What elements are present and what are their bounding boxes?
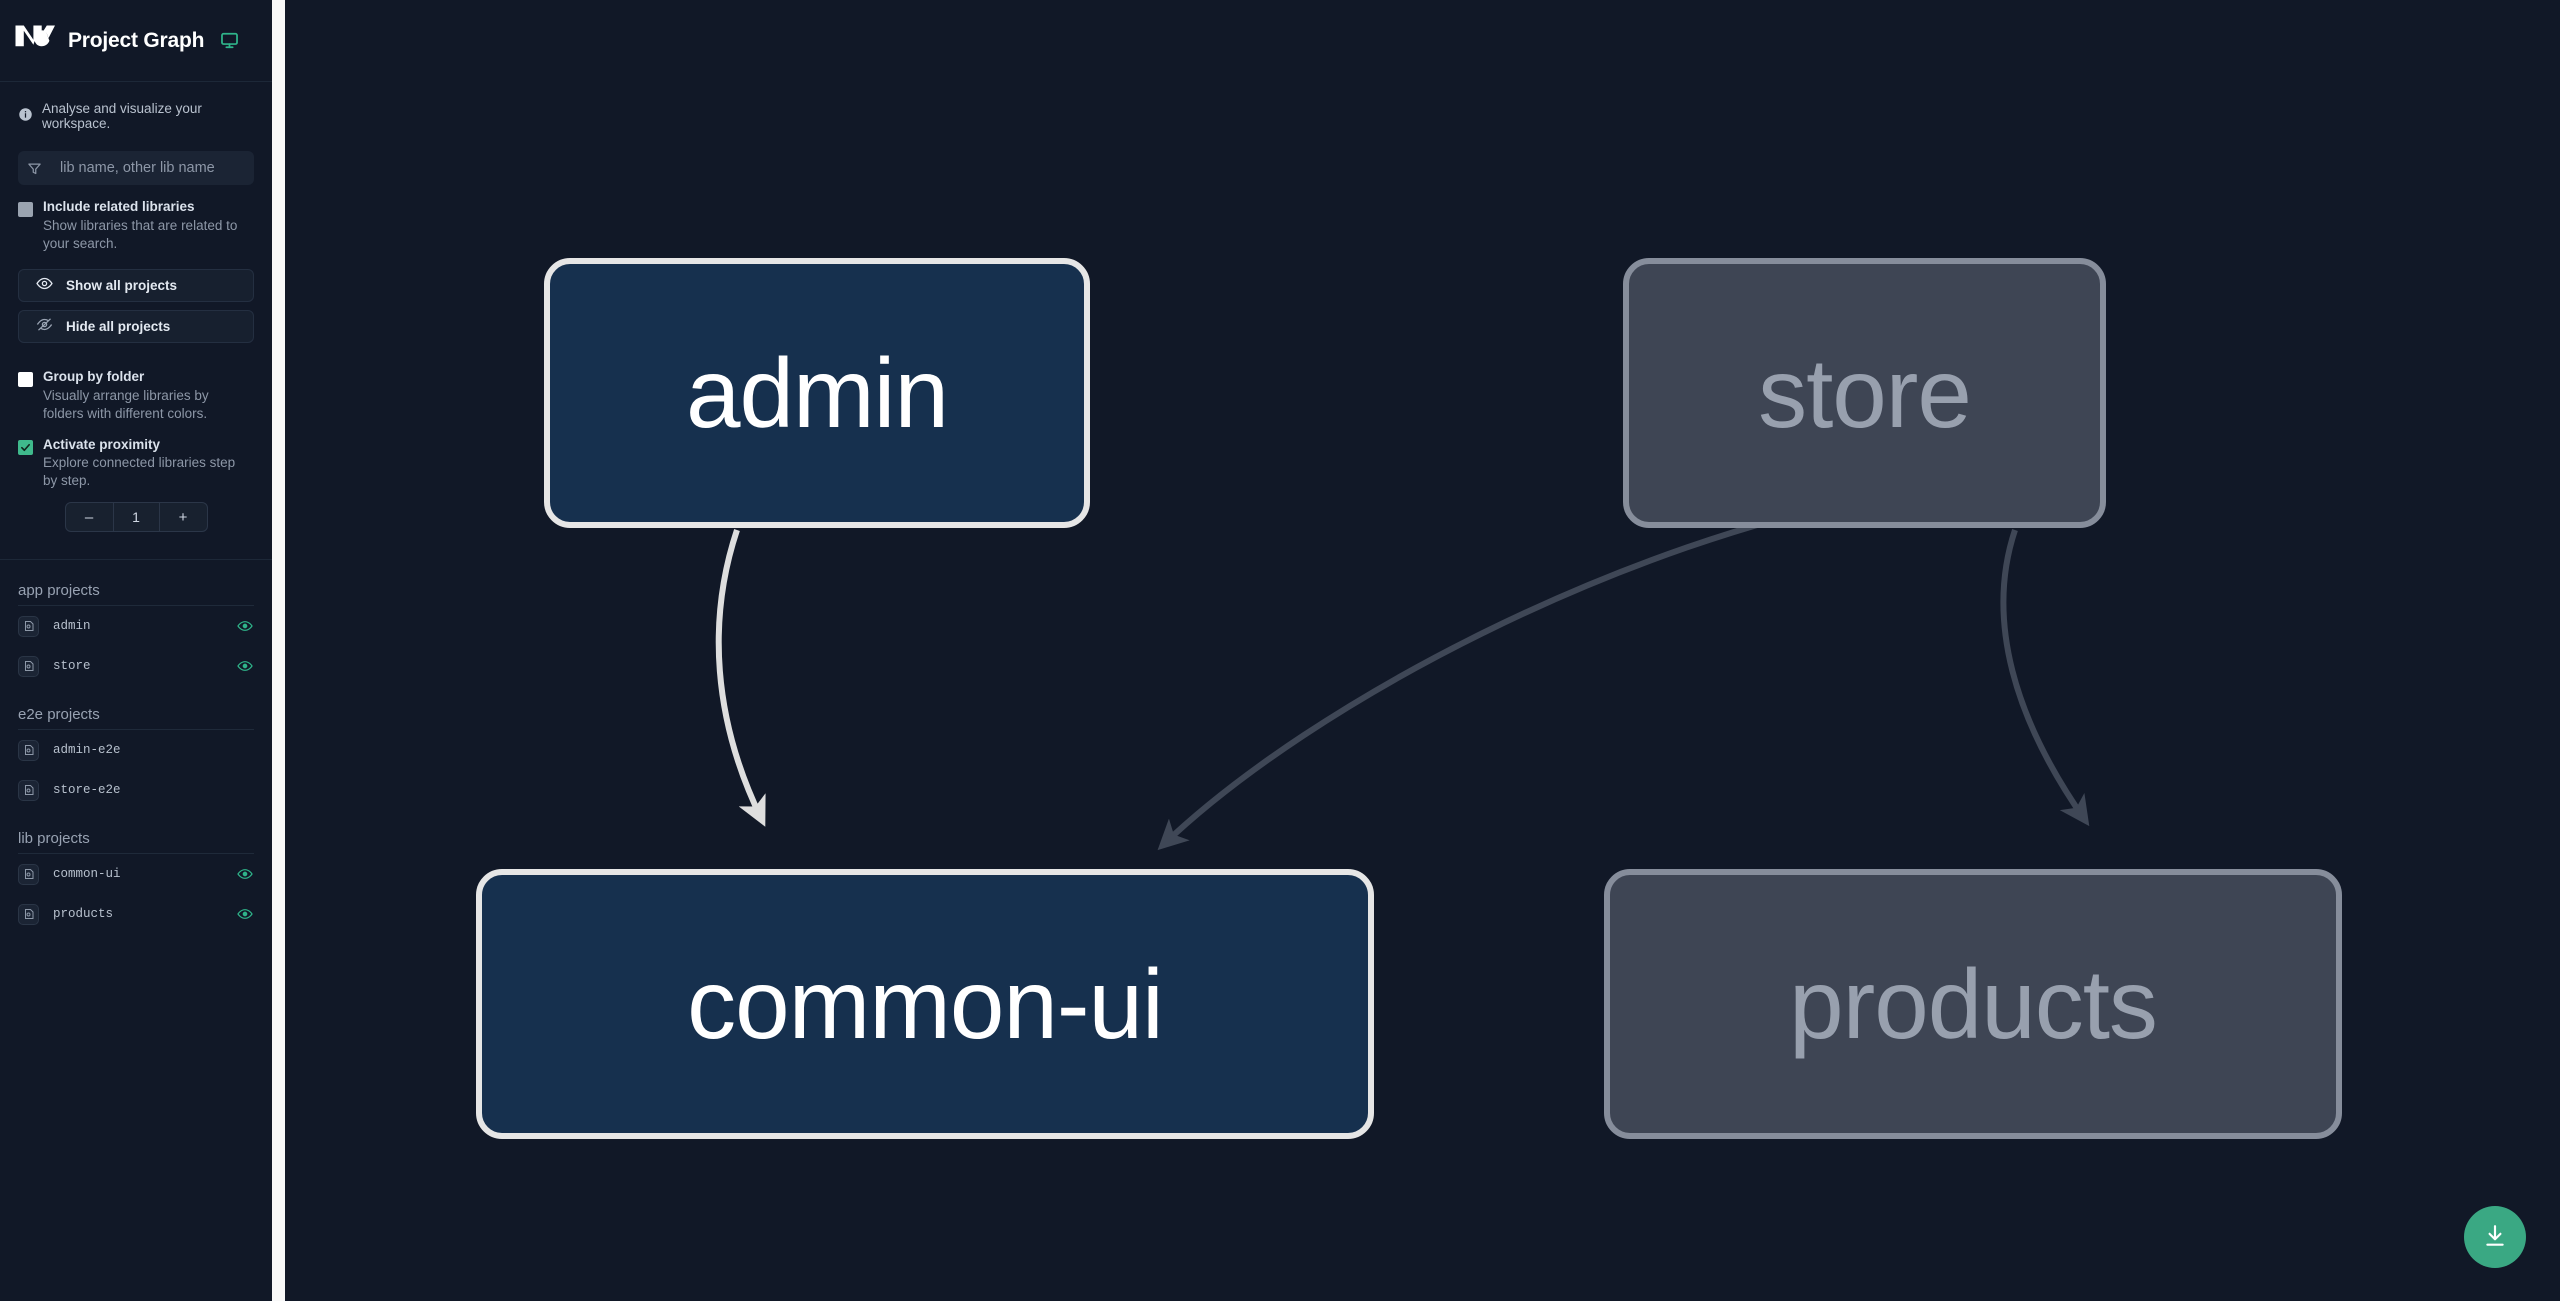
include-related-libraries-label: Include related libraries: [43, 199, 195, 214]
activate-proximity-description: Explore connected libraries step by step…: [43, 455, 236, 489]
brand-header: Project Graph: [0, 0, 272, 82]
project-icon: [18, 779, 39, 801]
edge-admin-to-common-ui: [715, 529, 766, 827]
graph-node-admin-label: admin: [686, 337, 949, 448]
graph-node-store[interactable]: store: [1623, 258, 2106, 528]
list-item[interactable]: common-ui: [18, 854, 254, 894]
app-projects-heading: app projects: [18, 582, 254, 607]
graph-node-common-ui[interactable]: common-ui: [476, 869, 1374, 1139]
download-image-button[interactable]: [2464, 1206, 2526, 1268]
project-icon: [18, 615, 39, 637]
list-item[interactable]: admin-e2e: [18, 730, 254, 770]
graph-node-store-label: store: [1758, 337, 1972, 448]
activate-proximity-label: Activate proximity: [43, 436, 161, 452]
option-activate-proximity[interactable]: Activate proximity Explore connected lib…: [0, 423, 272, 491]
filter-icon: [18, 151, 52, 185]
monitor-icon[interactable]: [220, 31, 239, 50]
section-lib-projects: lib projects common-ui products: [0, 810, 272, 934]
eye-toggle-placeholder[interactable]: [236, 741, 254, 759]
show-all-projects-button[interactable]: Show all projects: [18, 268, 254, 302]
project-icon: [18, 655, 39, 677]
option-group-by-folder[interactable]: Group by folder Visually arrange librari…: [0, 351, 272, 423]
project-icon: [18, 903, 39, 925]
search-input[interactable]: [52, 151, 254, 185]
list-item-label: store-e2e: [53, 783, 121, 798]
eye-icon[interactable]: [236, 905, 254, 923]
search-box[interactable]: [18, 151, 254, 185]
list-item[interactable]: store-e2e: [18, 770, 254, 810]
section-app-projects: app projects admin store: [0, 560, 272, 686]
edge-store-to-common-ui: [1157, 490, 1893, 851]
hide-all-projects-button[interactable]: Hide all projects: [18, 309, 254, 343]
include-related-libraries-description: Show libraries that are related to your …: [43, 217, 238, 251]
tagline-text: Analyse and visualize your workspace.: [42, 101, 202, 131]
eye-off-icon: [36, 316, 53, 336]
sidebar-divider: [0, 559, 272, 561]
group-by-folder-label: Group by folder: [43, 368, 145, 384]
search-row: [0, 131, 272, 185]
edge-store-to-products: [2000, 529, 2090, 827]
sidebar-resize-handle[interactable]: [272, 0, 285, 1301]
section-e2e-projects: e2e projects admin-e2e store-e2e: [0, 686, 272, 810]
include-related-libraries-checkbox[interactable]: [18, 202, 33, 217]
list-item[interactable]: products: [18, 894, 254, 934]
eye-toggle-placeholder[interactable]: [236, 781, 254, 799]
list-item-label: admin: [53, 619, 91, 634]
tagline: Analyse and visualize your workspace.: [0, 82, 272, 131]
eye-icon: [36, 275, 53, 295]
eye-icon[interactable]: [236, 617, 254, 635]
graph-node-products[interactable]: products: [1604, 869, 2342, 1139]
nx-logo: [14, 23, 56, 59]
activate-proximity-checkbox[interactable]: [18, 439, 33, 455]
lib-projects-heading: lib projects: [18, 830, 254, 855]
proximity-increment-button[interactable]: +: [178, 508, 188, 526]
group-by-folder-description: Visually arrange libraries by folders wi…: [43, 387, 209, 421]
e2e-projects-heading: e2e projects: [18, 706, 254, 731]
option-include-related-libraries[interactable]: Include related libraries Show libraries…: [0, 185, 272, 253]
graph-node-common-ui-label: common-ui: [687, 948, 1164, 1059]
proximity-stepper-wrap: – 1 +: [0, 490, 272, 533]
eye-icon[interactable]: [236, 865, 254, 883]
hide-all-projects-label: Hide all projects: [66, 318, 171, 334]
graph-node-products-label: products: [1789, 948, 2158, 1059]
list-item-label: store: [53, 659, 91, 674]
show-all-projects-label: Show all projects: [66, 277, 178, 293]
page-title: Project Graph: [68, 28, 205, 52]
list-item[interactable]: store: [18, 646, 254, 686]
list-item[interactable]: admin: [18, 606, 254, 646]
graph-canvas[interactable]: admin store common-ui products: [285, 0, 2560, 1301]
proximity-stepper[interactable]: – 1 +: [64, 502, 208, 533]
list-item-label: admin-e2e: [53, 743, 121, 758]
visibility-buttons: Show all projects Hide all projects: [0, 253, 272, 343]
list-item-label: common-ui: [53, 867, 121, 882]
project-icon: [18, 863, 39, 885]
proximity-value: 1: [112, 503, 160, 532]
eye-icon[interactable]: [236, 657, 254, 675]
proximity-decrement-button[interactable]: –: [84, 508, 94, 526]
sidebar: Project Graph Analyse and visualize your…: [0, 0, 272, 1301]
graph-node-admin[interactable]: admin: [544, 258, 1090, 528]
download-icon: [2482, 1223, 2508, 1252]
list-item-label: products: [53, 907, 114, 922]
info-icon: [18, 107, 33, 125]
project-icon: [18, 739, 39, 761]
group-by-folder-checkbox[interactable]: [18, 371, 33, 387]
